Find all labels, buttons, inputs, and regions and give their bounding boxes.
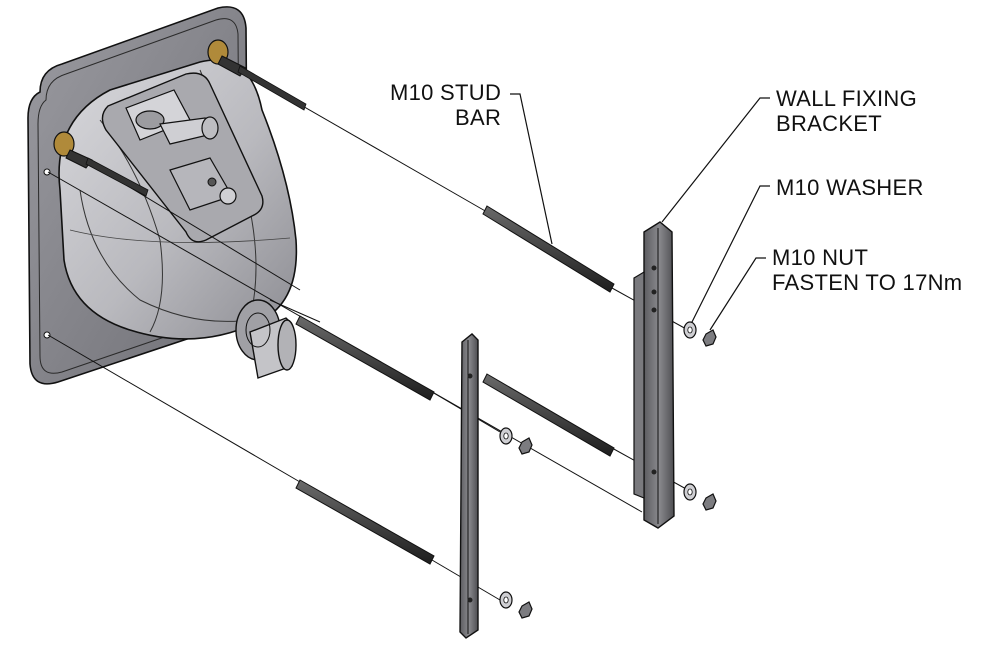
wall-fixing-bracket-left	[459, 333, 479, 639]
stud-bar	[482, 205, 615, 293]
stud-bars	[85, 65, 615, 565]
washers-and-nuts	[499, 321, 717, 619]
label-nut: M10 NUT FASTEN TO 17Nm	[772, 245, 962, 295]
label-stud-bar-line2: BAR	[455, 105, 502, 130]
label-washer: M10 WASHER	[776, 175, 924, 200]
leader-wall-fixing-bracket	[661, 97, 770, 223]
label-nut-line1: M10 NUT	[772, 245, 869, 270]
leader-nut	[709, 257, 766, 331]
label-wall-fixing-bracket: WALL FIXING BRACKET	[776, 86, 917, 136]
m10-nut	[518, 437, 533, 455]
label-nut-line2: FASTEN TO 17Nm	[772, 270, 963, 295]
label-stud-bar: M10 STUD BAR	[371, 80, 501, 130]
label-wall-fixing-bracket-line2: BRACKET	[776, 111, 883, 136]
m10-washer	[683, 321, 697, 339]
m10-washer	[499, 591, 513, 609]
stud-bar	[295, 479, 435, 565]
m10-nut	[702, 493, 717, 511]
label-washer-line1: M10 WASHER	[776, 175, 924, 200]
label-stud-bar-line1: M10 STUD	[389, 80, 502, 105]
m10-nut	[518, 601, 533, 619]
wall-fixing-bracket-right	[633, 221, 675, 529]
m10-washer	[683, 483, 697, 501]
leader-washer	[691, 185, 770, 323]
leader-stud-bar	[510, 93, 553, 245]
m10-washer	[499, 427, 513, 445]
label-wall-fixing-bracket-line1: WALL FIXING	[776, 86, 918, 111]
m10-nut	[702, 329, 717, 347]
leader-lines	[510, 93, 770, 331]
stud-bar	[482, 373, 615, 457]
housing-body	[43, 39, 298, 379]
stud-bar	[295, 315, 435, 401]
